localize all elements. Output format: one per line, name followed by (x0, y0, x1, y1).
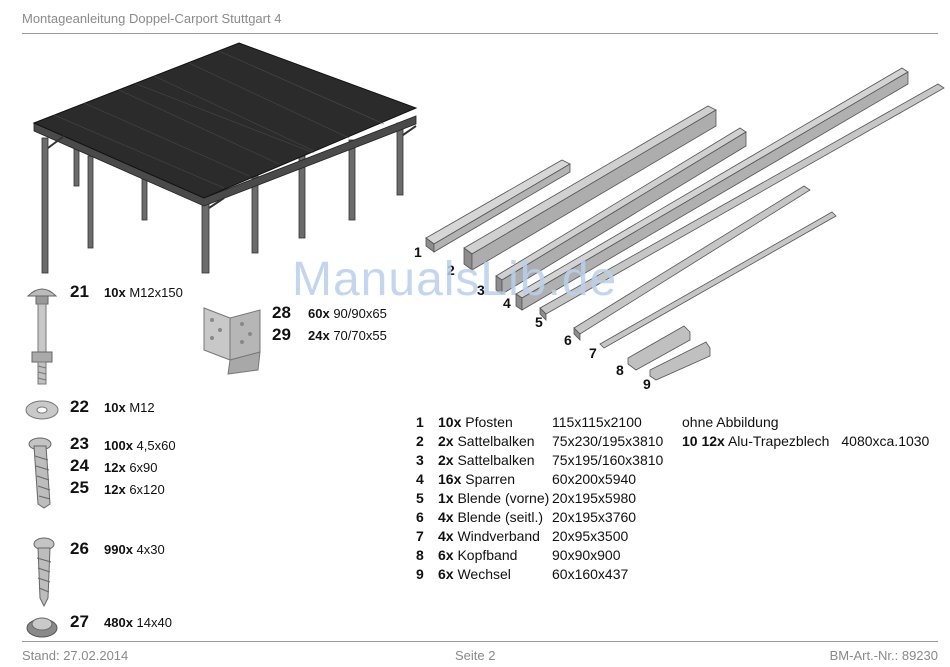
document-header: Montageanleitung Doppel-Carport Stuttgar… (22, 11, 282, 26)
hardware-desc-24: 12x 6x90 (104, 460, 158, 475)
watermark: ManualsLib.de (292, 253, 618, 306)
angle-bracket-icon (203, 307, 261, 375)
hardware-desc-21: 10x M12x150 (104, 285, 183, 300)
beam-label-3: 3 (477, 282, 485, 298)
sealing-screw-icon (26, 617, 58, 638)
footer-page: Seite 2 (455, 648, 496, 663)
wood-screw-icon (28, 437, 52, 509)
carport-illustration (32, 42, 418, 274)
hardware-num-25: 25 (70, 478, 89, 497)
hardware-desc-27: 480x 14x40 (104, 615, 172, 630)
header-rule (22, 33, 938, 34)
hardware-num-29: 29 (272, 325, 291, 344)
footer-rule (22, 641, 938, 642)
hardware-desc-23: 100x 4,5x60 (104, 438, 176, 453)
hardware-num-27: 27 (70, 612, 89, 631)
hardware-num-26: 26 (70, 539, 89, 558)
beam-label-1: 1 (414, 244, 422, 260)
beam-label-6: 6 (564, 332, 572, 348)
beam-label-2: 2 (447, 262, 455, 278)
beam-label-8: 8 (616, 362, 624, 378)
footer-date: Stand: 27.02.2014 (22, 648, 129, 663)
hardware-desc-29: 24x 70/70x55 (308, 328, 387, 343)
carriage-bolt-icon (26, 288, 58, 385)
hardware-desc-26: 990x 4x30 (104, 542, 165, 557)
hardware-desc-22: 10x M12 (104, 400, 155, 415)
hardware-num-28: 28 (272, 303, 291, 322)
beam-label-4: 4 (503, 295, 511, 311)
beams-illustration (425, 67, 945, 381)
hardware-desc-28: 60x 90/90x65 (308, 306, 387, 321)
hardware-desc-25: 12x 6x120 (104, 482, 165, 497)
beam-label-5: 5 (535, 314, 543, 330)
hardware-num-21: 21 (70, 282, 89, 301)
extra-heading: ohne Abbildung (682, 414, 779, 430)
hardware-num-24: 24 (70, 456, 89, 475)
tapping-screw-icon (33, 537, 55, 608)
washer-icon (25, 400, 59, 420)
footer-article: BM-Art.-Nr.: 89230 (829, 648, 938, 663)
beam-label-9: 9 (643, 376, 651, 392)
hardware-num-23: 23 (70, 434, 89, 453)
hardware-num-22: 22 (70, 397, 89, 416)
beam-label-7: 7 (589, 345, 597, 361)
